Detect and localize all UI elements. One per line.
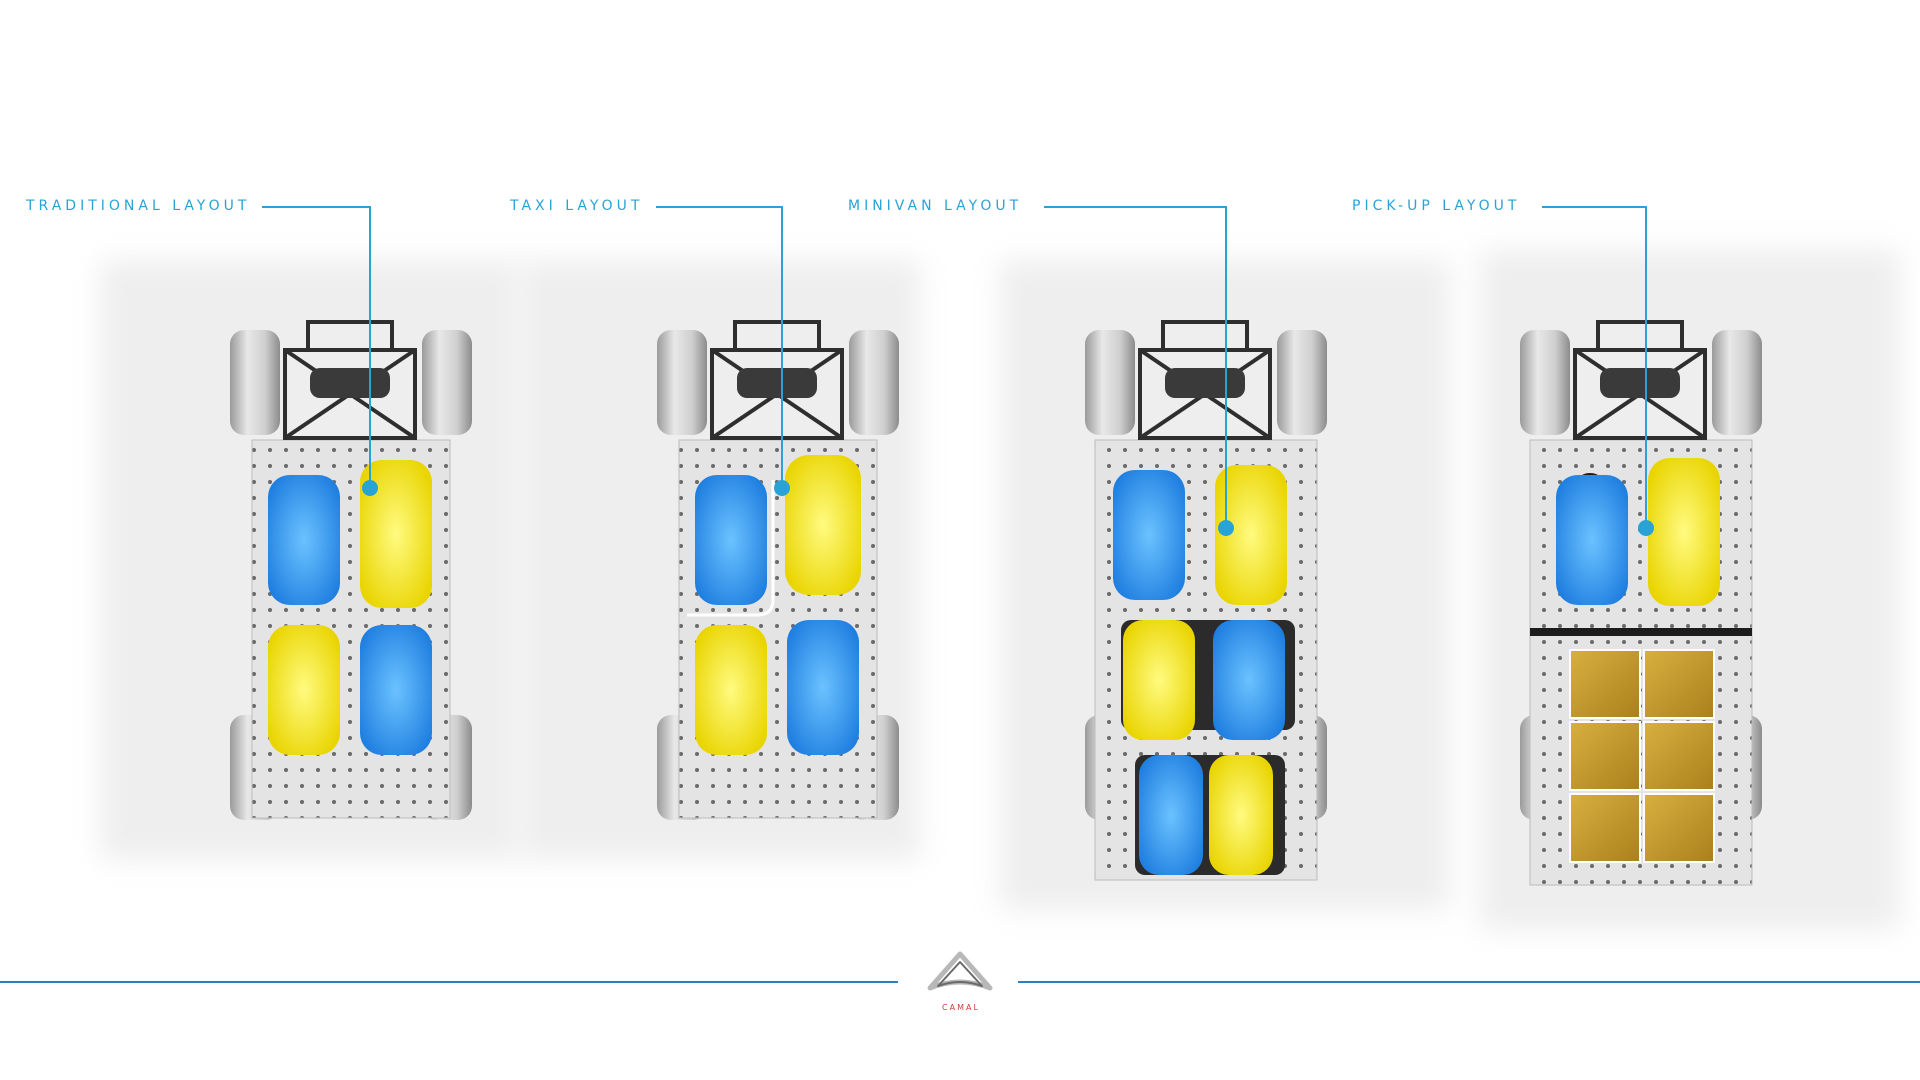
callout-dot-traditional <box>362 480 378 496</box>
rear-right-seat <box>787 620 859 755</box>
callouts <box>262 206 1654 536</box>
cargo-box <box>1643 721 1715 791</box>
passenger-seat <box>360 460 432 608</box>
front-right-tire <box>1712 330 1762 435</box>
footer-line-left <box>0 981 898 983</box>
front-right-tire <box>849 330 899 435</box>
driver-seat <box>695 475 767 605</box>
driver-seat <box>1113 470 1185 600</box>
label-pickup-layout: PICK-UP LAYOUT <box>1352 198 1521 214</box>
motor <box>1600 368 1680 398</box>
callout-line-taxi <box>656 206 783 488</box>
cargo-box <box>1569 793 1641 863</box>
callout-dot-minivan <box>1218 520 1234 536</box>
motor <box>737 368 817 398</box>
rear-right-seat <box>1209 755 1273 875</box>
callout-line-traditional <box>262 206 371 488</box>
passenger-seat <box>1648 458 1720 606</box>
front-left-tire <box>230 330 280 435</box>
cargo-box <box>1643 793 1715 863</box>
label-traditional-layout: TRADITIONAL LAYOUT <box>26 198 251 214</box>
middle-right-seat <box>1213 620 1285 740</box>
driver-seat <box>268 475 340 605</box>
callout-line-minivan <box>1044 206 1227 528</box>
front-left-tire <box>1520 330 1570 435</box>
front-right-tire <box>422 330 472 435</box>
camal-logo <box>927 951 993 991</box>
cargo-box <box>1569 721 1641 791</box>
rear-right-seat <box>360 625 432 755</box>
vehicle-pickup <box>1520 320 1762 886</box>
front-left-tire <box>1085 330 1135 435</box>
passenger-seat <box>1215 465 1287 605</box>
logo-wordmark: CAMAL <box>942 1003 980 1012</box>
cargo-box <box>1643 649 1715 719</box>
driver-seat <box>1556 475 1628 605</box>
cargo-boxes <box>1569 649 1715 863</box>
partition-rail <box>687 480 775 617</box>
vehicle-taxi <box>657 320 899 820</box>
footer-line-right <box>1018 981 1920 983</box>
motor <box>1165 368 1245 398</box>
callout-dot-pickup <box>1638 520 1654 536</box>
motor <box>310 368 390 398</box>
vehicle-traditional <box>230 320 472 820</box>
rear-left-seat <box>1139 755 1203 875</box>
callout-dot-taxi <box>774 480 790 496</box>
front-right-tire <box>1277 330 1327 435</box>
cab-divider <box>1530 628 1752 636</box>
passenger-seat-rotated <box>785 455 861 595</box>
label-taxi-layout: TAXI LAYOUT <box>510 198 644 214</box>
label-minivan-layout: MINIVAN LAYOUT <box>848 198 1023 214</box>
middle-left-seat <box>1123 620 1195 740</box>
rear-left-seat <box>695 625 767 755</box>
vehicle-minivan <box>1085 320 1327 881</box>
rear-left-seat <box>268 625 340 755</box>
cargo-box <box>1569 649 1641 719</box>
callout-line-pickup <box>1542 206 1647 528</box>
front-left-tire <box>657 330 707 435</box>
